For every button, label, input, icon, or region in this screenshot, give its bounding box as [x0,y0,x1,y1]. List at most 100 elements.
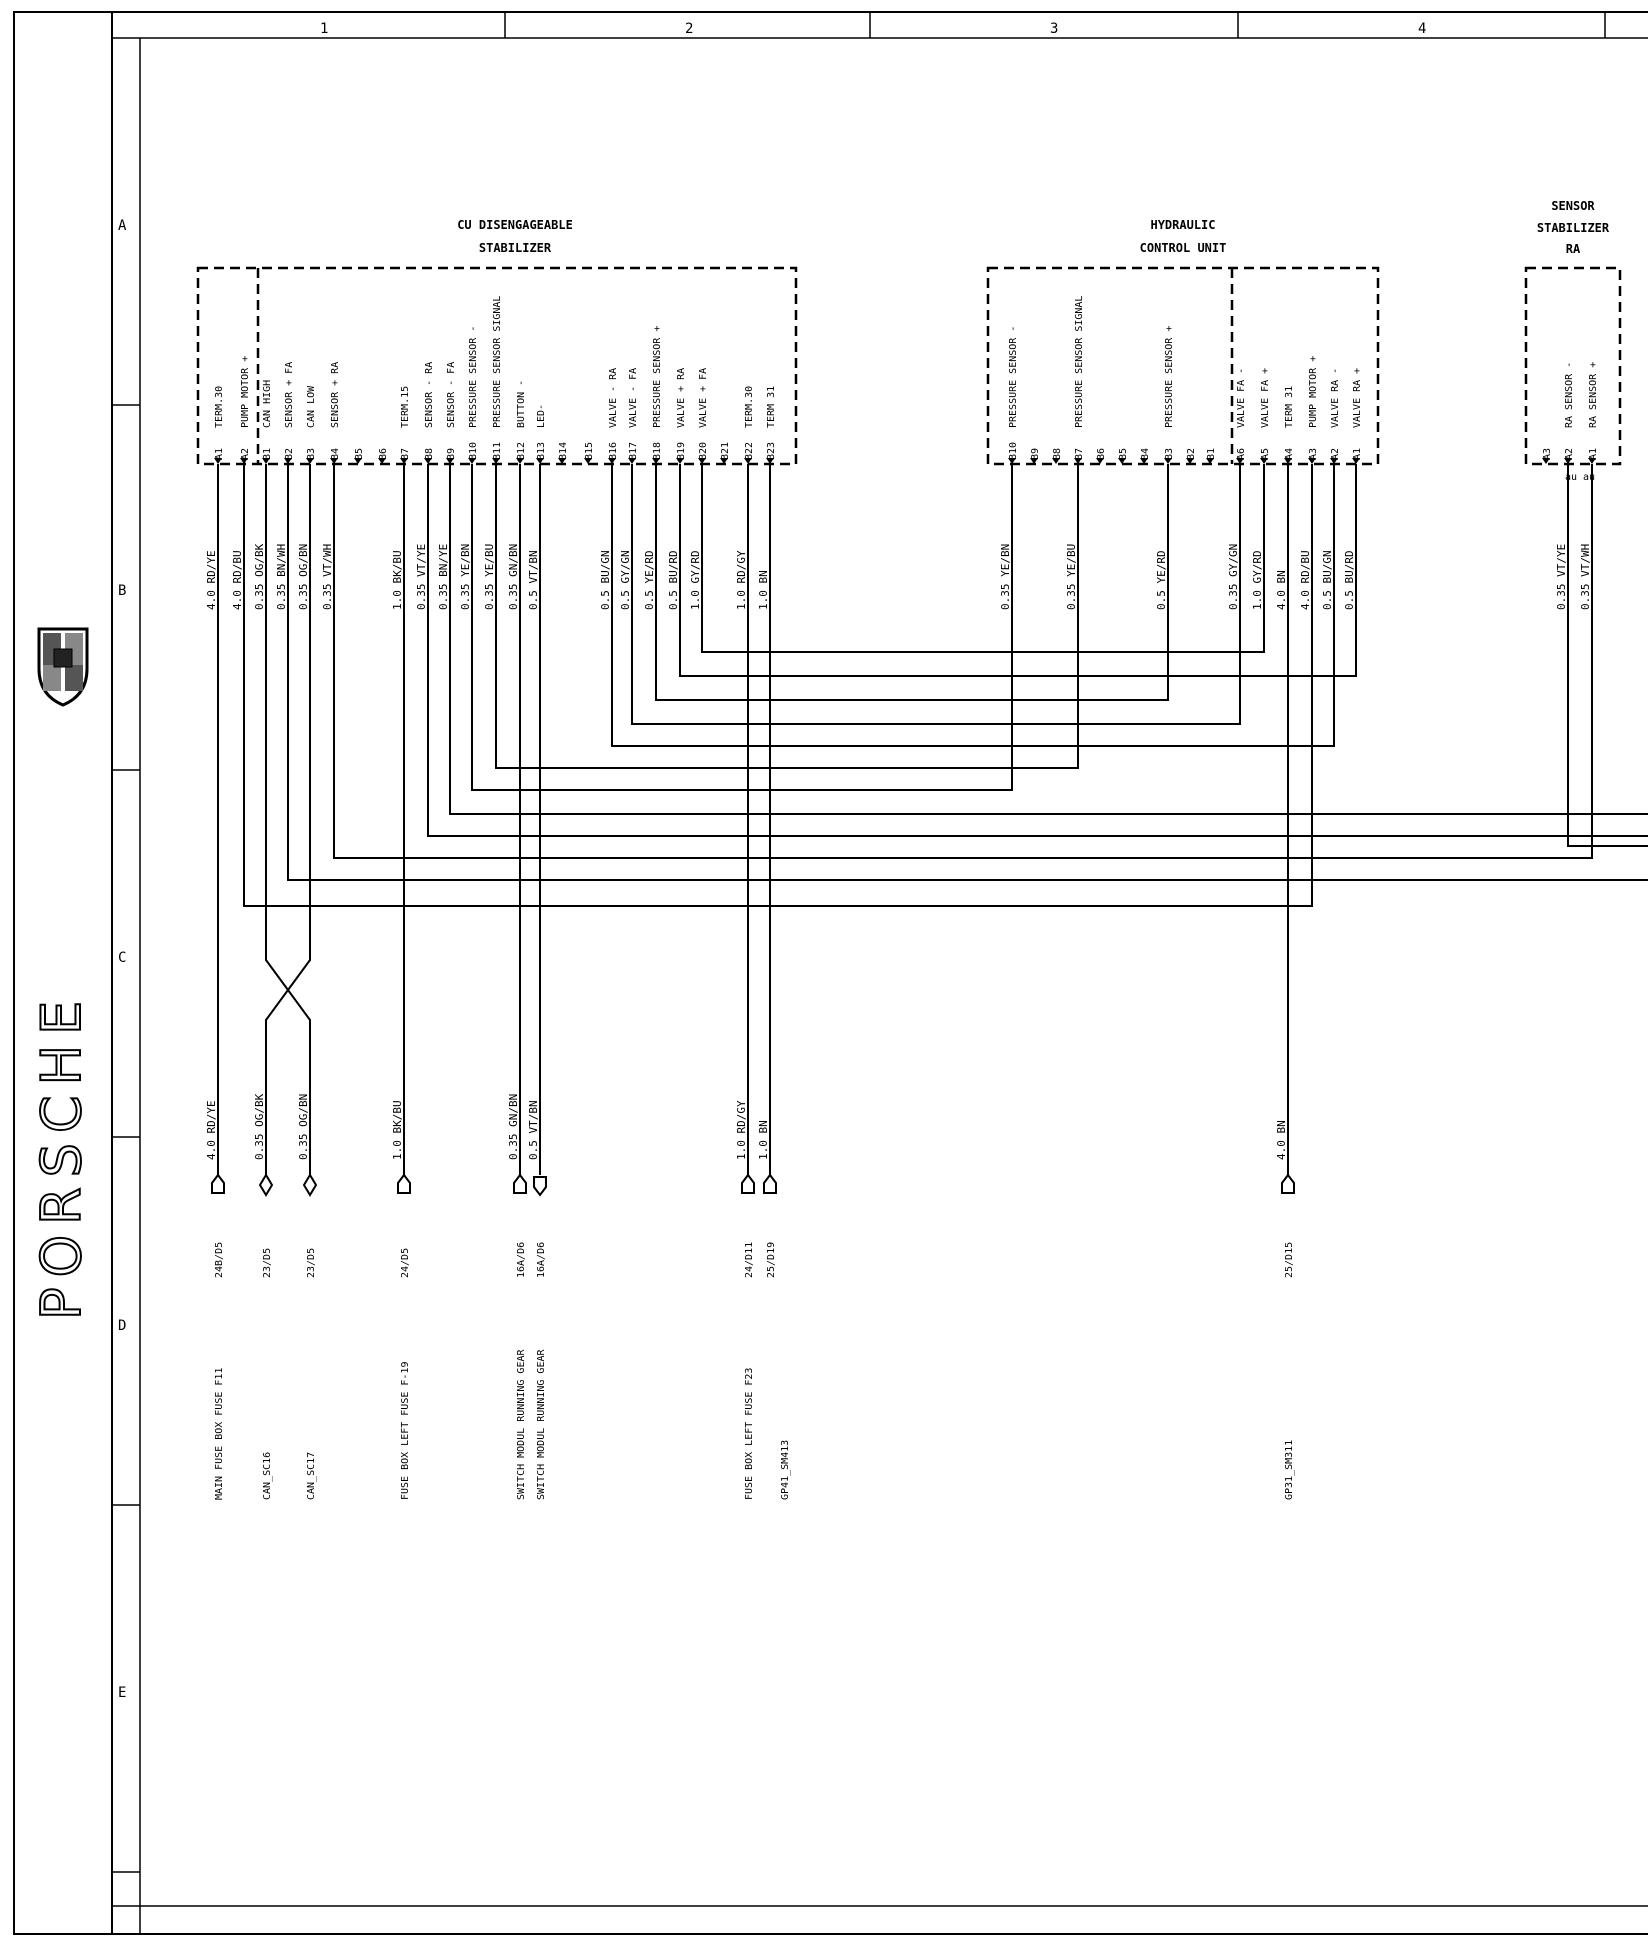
cu-pin-label-a1: TERM.30 [214,386,225,428]
cu-pin-terminal-icon [330,458,338,464]
hcu-pin-b8: B8 [1052,448,1063,460]
sensor-box [1524,266,1622,466]
wire-route [655,464,1169,701]
hcu-pin-a3: A3 [1308,448,1319,460]
cu-pin-terminal-icon [652,458,660,464]
row-label-c: C [118,950,126,966]
hcu-pin-label-a5: VALVE FA + [1260,368,1271,428]
hcu-pin-a2: A2 [1330,448,1341,460]
lower-wire-label: 1.0 BN [757,1120,770,1160]
hcu-pin-label-b7: PRESSURE SENSOR SIGNAL [1074,296,1085,428]
sensor-pin-a1: A1 [1588,448,1599,460]
hcu-pin-terminal-icon [1352,458,1360,464]
wire-route [495,464,1079,769]
cu-wire-label: 0.35 BN/YE [437,544,450,610]
cu-pin-b5: B5 [354,448,365,460]
sensor-title-line3: RA [1566,242,1581,256]
cu-pin-b6: B6 [378,448,389,460]
cu-wire-label: 0.35 VT/WH [321,544,334,610]
reference-code: 16A/D6 [516,1242,527,1278]
cu-pin-terminal-icon [354,458,362,464]
sensor-pin-terminal-icon [1564,458,1572,464]
hcu-wire-label: 4.0 BN [1275,570,1288,610]
reference-destination: GP41_SM413 [780,1440,791,1500]
hcu-pin-terminal-icon [1008,458,1016,464]
cu-pin-label-b10: PRESSURE SENSOR - [468,326,479,428]
hcu-pin-terminal-icon [1260,458,1268,464]
lower-wire-label: 1.0 BK/BU [391,1100,404,1160]
lower-wire-label: 0.5 VT/BN [527,1100,540,1160]
wire-crossover [265,464,311,1175]
hcu-wire-label: 0.35 YE/BN [999,544,1012,610]
cu-pin-b15: B15 [584,442,595,460]
lower-wire-label: 4.0 BN [1275,1120,1288,1160]
lower-wire-label: 0.35 OG/BN [297,1094,310,1160]
cu-pin-terminal-icon [306,458,314,464]
hcu-pin-a1: A1 [1352,448,1363,460]
hcu-wire-label: 0.5 YE/RD [1155,550,1168,610]
sensor-pin-label-a1: RA SENSOR + [1588,362,1599,428]
cu-pin-b20: B20 [698,442,709,460]
hcu-pin-terminal-icon [1074,458,1082,464]
cu-pin-label-a2: PUMP MOTOR + [240,356,251,428]
wire-route [427,464,1648,837]
reference-destination: SWITCH MODUL RUNNING GEAR [516,1349,527,1500]
connector-terminal-icon [302,1173,318,1197]
hcu-pin-label-a2: VALVE RA - [1330,368,1341,428]
cu-pin-b13: B13 [536,442,547,460]
hcu-pin-label-a1: VALVE RA + [1352,368,1363,428]
cu-pin-terminal-icon [378,458,386,464]
cu-pin-a1: A1 [214,448,225,460]
reference-destination: FUSE BOX LEFT FUSE F-19 [400,1362,411,1500]
hcu-wire-label: 0.35 YE/BU [1065,544,1078,610]
sensor-pin-a2: A2 [1564,448,1575,460]
connector-terminal-icon [397,1173,411,1194]
reference-destination: CAN_SC17 [306,1452,317,1500]
sensor-title-line1: SENSOR [1551,199,1595,213]
cu-pin-label-b11: PRESSURE SENSOR SIGNAL [492,296,503,428]
connector-terminal-icon [258,1173,274,1197]
cu-pin-label-b20: VALVE + FA [698,368,709,428]
cu-title-line1: CU DISENGAGEABLE [457,218,573,232]
column-label-1: 1 [320,21,328,37]
hcu-pin-terminal-icon [1206,458,1214,464]
reference-code: 24/D5 [400,1248,411,1278]
hcu-pin-terminal-icon [1140,458,1148,464]
cu-pin-b10: B10 [468,442,479,460]
reference-code: 24/D11 [744,1242,755,1278]
cu-pin-terminal-icon [284,458,292,464]
wire-route [1567,464,1648,847]
cu-pin-label-b22: TERM.30 [744,386,755,428]
hcu-pin-label-a3: PUMP MOTOR + [1308,356,1319,428]
sensor-pin-terminal-icon [1542,458,1550,464]
reference-code: 25/D19 [766,1242,777,1278]
cu-wire-label: 0.5 BU/RD [667,550,680,610]
lower-wire-label: 0.35 GN/BN [507,1094,520,1160]
column-label-4: 4 [1418,21,1426,37]
cu-pin-label-b16: VALVE - RA [608,368,619,428]
cu-wire-label: 0.35 OG/BN [297,544,310,610]
cu-title-line2: STABILIZER [479,241,552,255]
cu-pin-label-b19: VALVE + RA [676,368,687,428]
hcu-pin-b7: B7 [1074,448,1085,460]
cu-wire-label: 0.35 YE/BN [459,544,472,610]
connector-terminal-icon [741,1173,755,1194]
connector-terminal-icon [533,1176,547,1197]
hcu-pin-a5: A5 [1260,448,1271,460]
cu-pin-label-b1: CAN HIGH [262,380,273,428]
hcu-pin-b5: B5 [1118,448,1129,460]
sensor-pin-a3: A3 [1542,448,1553,460]
hcu-pin-b10: B10 [1008,442,1019,460]
cu-pin-b4: B4 [330,448,341,460]
cu-wire-label: 0.35 YE/BU [483,544,496,610]
cu-pin-terminal-icon [516,458,524,464]
cu-pin-a2: A2 [240,448,251,460]
cu-wire-label: 1.0 BK/BU [391,550,404,610]
wire-route [471,464,1013,791]
hcu-box [986,266,1380,466]
wire-route [611,464,1335,747]
reference-destination: CAN_SC16 [262,1452,273,1500]
sensor-wire-label: 0.35 VT/YE [1555,544,1568,610]
